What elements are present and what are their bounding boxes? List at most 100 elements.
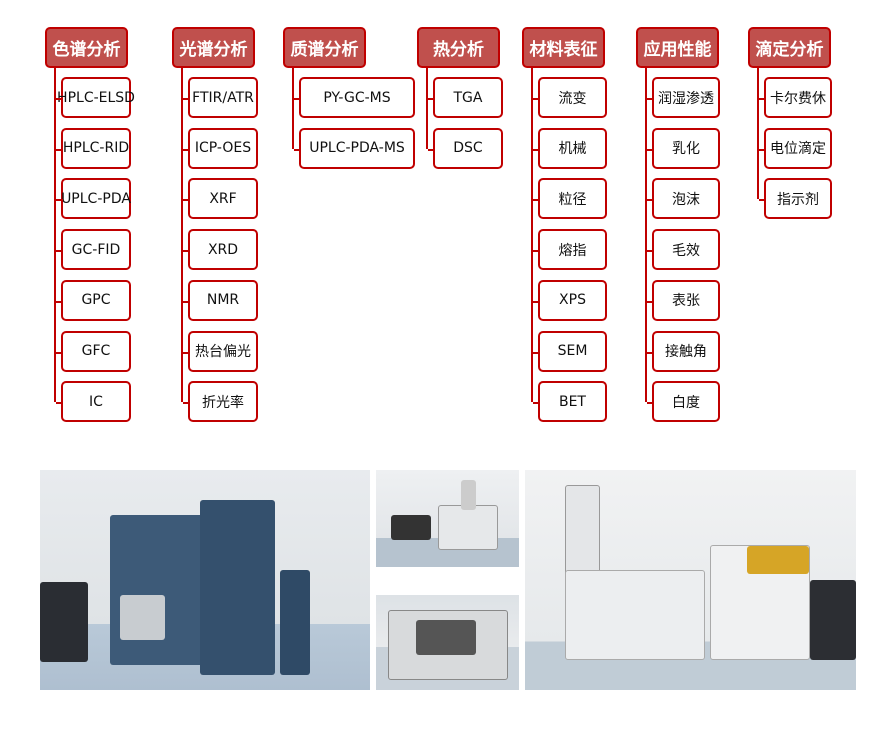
method-box: 卡尔费休: [759, 77, 832, 118]
method-label: 流变: [558, 90, 587, 107]
connector-line: [181, 68, 183, 403]
connector-line: [54, 68, 56, 403]
method-label: UPLC-PDA: [61, 190, 131, 207]
method-label: HPLC-RID: [62, 140, 130, 157]
branch-line: [56, 148, 63, 151]
method-label: 热台偏光: [195, 344, 251, 360]
branch-line: [759, 148, 766, 151]
branch-line: [533, 98, 540, 100]
method-label: FTIR/ATR: [192, 89, 254, 106]
category-header: 应用性能: [636, 27, 719, 68]
connector-line: [757, 68, 759, 200]
method-box: 乳化: [647, 127, 720, 169]
category-header: 光谱分析: [172, 27, 255, 68]
branch-line: [647, 148, 654, 151]
branch-line: [428, 148, 435, 151]
method-box: FTIR/ATR: [183, 77, 258, 118]
branch-line: [183, 199, 190, 202]
method-box: 泡沫: [647, 178, 720, 220]
photo-lc-ms-instrument: [40, 470, 370, 690]
method-label: 机械: [558, 141, 587, 158]
method-label: XRD: [207, 241, 239, 258]
connector-line: [426, 68, 428, 149]
method-box: 热台偏光: [183, 330, 258, 372]
method-box: GFC: [56, 330, 131, 372]
method-box: 指示剂: [759, 178, 832, 220]
branch-line: [533, 300, 540, 303]
photo-gc-lab: [525, 470, 856, 690]
branch-line: [759, 98, 766, 100]
method-label: SEM: [557, 343, 588, 359]
method-label: NMR: [206, 292, 240, 309]
method-box: 熔指: [533, 229, 607, 271]
method-label: PY-GC-MS: [323, 89, 391, 106]
branch-line: [56, 199, 63, 202]
category-header: 材料表征: [522, 27, 605, 68]
method-label: ICP-OES: [194, 140, 252, 157]
branch-line: [183, 250, 190, 253]
branch-line: [56, 402, 63, 405]
method-label: 润湿渗透: [658, 90, 714, 107]
method-box: 流变: [533, 77, 607, 118]
category-column: 滴定分析卡尔费休电位滴定指示剂: [748, 27, 832, 220]
method-box: TGA: [428, 77, 503, 118]
method-label: 白度: [672, 394, 700, 411]
method-box: 机械: [533, 127, 607, 169]
method-box: HPLC-ELSD: [56, 77, 135, 118]
method-label: 毛效: [672, 242, 700, 259]
branch-line: [647, 351, 654, 354]
method-label: XRF: [209, 190, 237, 207]
method-label: BET: [558, 393, 586, 410]
branch-line: [647, 250, 654, 253]
method-label: 粒径: [558, 191, 587, 208]
method-label: TGA: [453, 89, 483, 106]
method-box: HPLC-RID: [56, 127, 131, 169]
branch-line: [428, 98, 435, 100]
branch-line: [56, 351, 63, 354]
branch-line: [533, 148, 540, 151]
method-box: 表张: [647, 279, 720, 321]
method-label: 泡沫: [672, 191, 700, 208]
branch-line: [183, 300, 190, 303]
branch-line: [56, 98, 63, 100]
category-header: 热分析: [417, 27, 500, 68]
photo-gc-instrument: [376, 470, 519, 567]
branch-line: [647, 300, 654, 303]
branch-line: [183, 402, 190, 405]
method-box: ICP-OES: [183, 127, 258, 169]
method-box: IC: [56, 381, 131, 423]
branch-line: [56, 250, 63, 253]
category-column: 材料表征流变机械粒径熔指 XPS SEM BET: [522, 27, 607, 423]
connector-line: [531, 68, 533, 403]
method-box: 润湿渗透: [647, 77, 720, 118]
method-label: 接触角: [665, 344, 707, 360]
method-box: XRD: [183, 229, 258, 271]
branch-line: [647, 98, 654, 100]
branch-line: [294, 98, 301, 100]
method-box: UPLC-PDA: [56, 178, 131, 220]
method-box: 粒径: [533, 178, 607, 220]
category-header: 滴定分析: [748, 27, 831, 68]
branch-line: [647, 199, 654, 202]
branch-line: [294, 148, 301, 151]
method-box: SEM: [533, 330, 607, 372]
method-label: GPC: [81, 292, 111, 309]
category-header: 质谱分析: [283, 27, 366, 68]
method-box: BET: [533, 381, 607, 423]
method-label: 熔指: [558, 242, 587, 259]
branch-line: [183, 351, 190, 354]
connector-line: [292, 68, 294, 149]
connector-line: [645, 68, 647, 403]
method-box: XPS: [533, 279, 607, 321]
method-box: 折光率: [183, 381, 258, 423]
method-label: 乳化: [672, 141, 700, 158]
method-label: GFC: [81, 343, 111, 359]
method-box: GPC: [56, 279, 131, 321]
branch-line: [533, 250, 540, 253]
photo-ftir-instrument: [376, 595, 519, 690]
method-box: PY-GC-MS: [294, 77, 415, 118]
method-label: 折光率: [202, 394, 244, 411]
